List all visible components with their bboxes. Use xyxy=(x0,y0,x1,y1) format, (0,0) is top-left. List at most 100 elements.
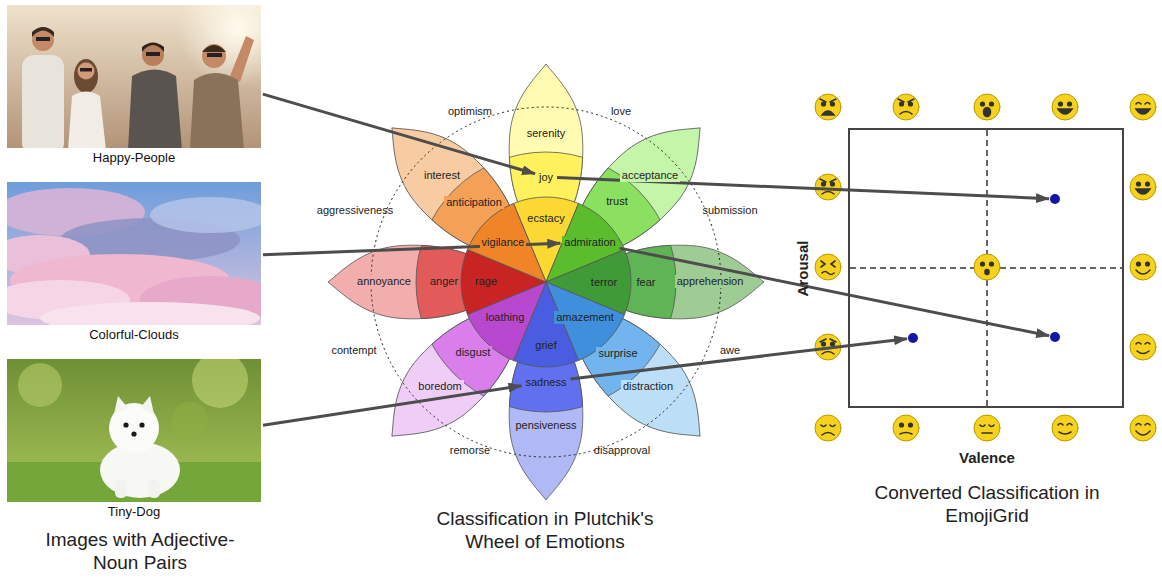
emoji-faces-part-part xyxy=(900,112,912,115)
emotion-name: rage xyxy=(475,275,497,288)
happy-people-photo-part xyxy=(190,73,244,148)
plutchik-wheel-part xyxy=(371,107,721,457)
emoji-faces-part-part xyxy=(1136,109,1150,114)
emoji-faces-part-part xyxy=(1137,182,1150,186)
emoji-faces-part-part xyxy=(1136,431,1150,435)
happy-people-photo-part xyxy=(80,68,92,72)
emoji-faces-part xyxy=(815,174,841,200)
emoji-faces-part-part xyxy=(982,432,992,434)
emoji-faces-part-part xyxy=(985,270,989,275)
colorful-clouds-photo-part xyxy=(40,302,260,325)
plutchik-wheel-part xyxy=(328,64,764,500)
emoji-faces-part xyxy=(1052,94,1078,120)
emotion-segment: surprise xyxy=(596,347,639,360)
emotion-name: trust xyxy=(606,195,627,208)
emotion-segment: grief xyxy=(533,339,558,352)
happy-people-photo-part xyxy=(142,43,164,53)
emotion-segment: annoyance xyxy=(355,275,413,288)
emotion-segment: ecstacy xyxy=(525,212,566,225)
emotion-name: disgust xyxy=(456,346,491,359)
emotion-segment: vigilance xyxy=(480,236,527,249)
emotion-segment: serenity xyxy=(525,127,568,140)
emoji-faces-part-part xyxy=(898,99,914,102)
emotion-segment: boredom xyxy=(416,380,463,393)
emotion-label: optimism xyxy=(448,105,492,118)
emotion-label: submission xyxy=(702,204,757,217)
emoji-faces-part xyxy=(1052,415,1078,441)
emoji-faces-part-part xyxy=(1137,262,1150,266)
connector-arrow xyxy=(620,248,1050,336)
axis-title: Arousal xyxy=(795,240,812,296)
emoji-faces-part xyxy=(1130,254,1156,280)
emoji-faces-part-part xyxy=(1130,334,1156,360)
emotion-name: interest xyxy=(424,169,460,182)
emotion-name: anger xyxy=(430,275,458,288)
emoji-faces-part-part xyxy=(900,102,913,106)
emoji-faces-part-part xyxy=(900,423,913,427)
plutchik-wheel xyxy=(328,64,764,500)
emotion-segment: interest xyxy=(422,169,462,182)
emoji-faces xyxy=(815,94,1156,441)
tiny-dog-photo-part xyxy=(172,402,208,438)
emoji-faces-part-part xyxy=(1136,343,1150,345)
happy-people-photo-part xyxy=(32,27,54,37)
happy-people-photo-part xyxy=(207,53,222,57)
emoji-faces-part-part xyxy=(1136,270,1150,274)
emotion-label: remorse xyxy=(450,444,490,457)
emoji-faces-part-part xyxy=(1136,424,1150,426)
emotion-name: joy xyxy=(539,171,553,184)
emoji-faces-part-part xyxy=(1130,94,1156,120)
emotion-segment: admiration xyxy=(562,236,617,249)
tiny-dog-photo-part xyxy=(131,431,136,436)
emotion-segment: sadness xyxy=(524,376,569,389)
section-caption: Classification in Plutchik's Wheel of Em… xyxy=(420,507,670,553)
happy-people-photo-part xyxy=(68,92,106,149)
photo-panel: Happy-People xyxy=(7,5,261,148)
emoji-faces-part-part xyxy=(822,102,835,106)
colorful-clouds-photo-part xyxy=(150,197,261,233)
photo-caption: Tiny-Dog xyxy=(7,504,261,519)
section-caption: Converted Classification in EmojiGrid xyxy=(872,481,1102,527)
emoji-faces-part-part xyxy=(822,192,834,195)
emoji-faces-part xyxy=(815,254,841,280)
emotion-name: sadness xyxy=(526,376,567,389)
emotion-name: amazement xyxy=(556,311,613,324)
connector-arrow xyxy=(263,386,522,426)
tiny-dog-photo xyxy=(7,359,261,502)
tiny-dog-photo-part xyxy=(139,422,144,427)
emoji-faces-part-part xyxy=(981,262,994,266)
emotion-name: boredom xyxy=(418,380,461,393)
emoji-faces-part xyxy=(893,415,919,441)
emotion-name: vigilance xyxy=(482,236,525,249)
tiny-dog-photo-part xyxy=(114,396,128,414)
plutchik-wheel-part xyxy=(328,64,764,500)
emoji-faces-part-part xyxy=(974,254,1000,280)
emotion-segment: acceptance xyxy=(620,169,680,182)
happy-people-photo-part xyxy=(202,45,226,52)
emoji-faces-part-part xyxy=(815,174,841,200)
emoji-faces-part-part xyxy=(1058,109,1072,114)
emoji-faces-part-part xyxy=(1137,351,1149,354)
emotion-segment: pensiveness xyxy=(513,419,578,432)
emoji-faces-part-part xyxy=(1058,424,1072,426)
emoji-grid: ArousalValence xyxy=(848,128,1124,408)
emotion-segment: trust xyxy=(604,195,629,208)
emoji-faces-part-part xyxy=(822,182,835,186)
emotion-segment: distraction xyxy=(621,380,675,393)
tiny-dog-photo-part xyxy=(192,359,248,408)
emoji-faces-part-part xyxy=(820,99,836,102)
happy-people-photo-part xyxy=(128,70,182,149)
tiny-dog-photo-part xyxy=(18,363,62,407)
emoji-faces-part-part xyxy=(822,111,834,115)
emoji-faces-part-part xyxy=(984,108,991,117)
tiny-dog-photo-part xyxy=(140,396,154,414)
emotion-segment: apprehension xyxy=(675,275,746,288)
emoji-faces-part-part xyxy=(815,415,841,441)
emoji-faces-part xyxy=(815,94,841,120)
emoji-faces-part xyxy=(974,415,1000,441)
emoji-faces-part xyxy=(1130,415,1156,441)
emoji-faces-part-part xyxy=(822,352,834,355)
happy-people-photo-part xyxy=(146,52,160,56)
connector-arrow xyxy=(263,94,535,174)
